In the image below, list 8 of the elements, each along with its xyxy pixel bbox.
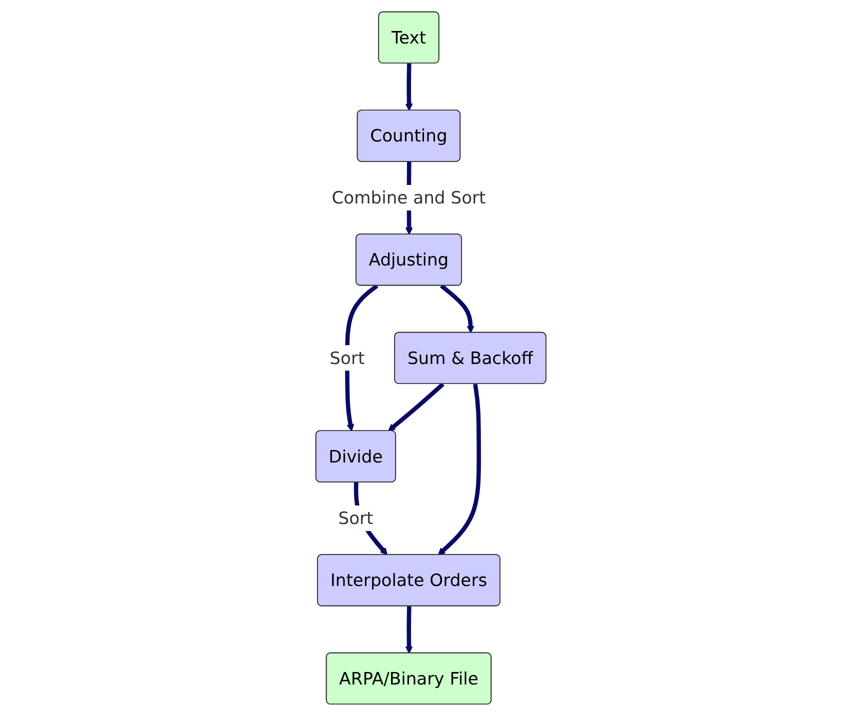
edge-label: Sort (330, 348, 365, 368)
arrow (440, 284, 474, 334)
arrow (438, 384, 482, 556)
edge-label: Combine and Sort (332, 187, 486, 208)
arrow (405, 606, 413, 654)
arrow (388, 382, 445, 432)
arrow (405, 64, 413, 111)
edge-label: Sort (338, 508, 374, 529)
